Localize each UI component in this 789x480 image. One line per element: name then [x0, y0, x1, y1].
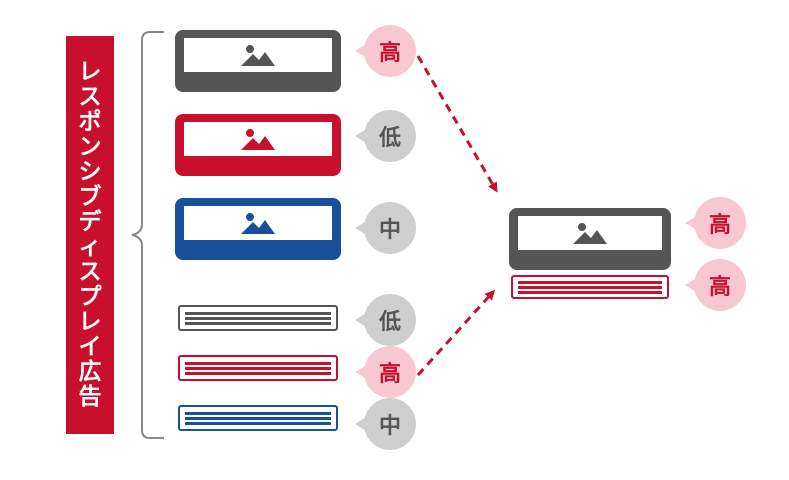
bracket — [131, 31, 164, 439]
label-char: ス — [78, 84, 102, 110]
rating-bubble-low: 低 — [355, 110, 416, 162]
label-char: レ — [78, 59, 102, 85]
image-ad-blue — [175, 198, 341, 260]
label-char: ィ — [78, 234, 102, 260]
label-char: ブ — [78, 184, 102, 210]
rating-bubble-mid: 中 — [355, 398, 416, 450]
label-char: シ — [78, 159, 102, 185]
label-char: ス — [78, 259, 102, 285]
rating-bubble-high: 高 — [355, 346, 416, 398]
arrow-high-text — [416, 289, 496, 377]
text-ad-red — [178, 355, 338, 381]
label-char: イ — [78, 334, 102, 360]
rating-bubble-high: 高 — [685, 197, 746, 249]
text-ad-blue — [178, 405, 338, 431]
image-icon — [241, 129, 275, 150]
label-char: 告 — [78, 384, 102, 410]
label-char: ン — [78, 134, 102, 160]
image-icon — [241, 45, 275, 66]
image-icon — [241, 213, 275, 234]
label-char: レ — [78, 309, 102, 335]
image-ad-red — [175, 114, 341, 176]
responsive-display-ad-label: レスポンシブディスプレイ広告 — [66, 36, 114, 434]
rating-bubble-mid: 中 — [355, 202, 416, 254]
image-ad-gray — [175, 30, 341, 92]
arrow-high-image — [416, 55, 498, 193]
rating-bubble-high: 高 — [355, 25, 416, 77]
result-text-ad — [511, 275, 669, 299]
image-icon — [573, 223, 607, 244]
label-char: プ — [78, 284, 102, 310]
result-image-ad — [509, 208, 671, 270]
label-char: 広 — [78, 359, 102, 385]
label-char: デ — [78, 209, 102, 235]
text-ad-gray — [178, 305, 338, 331]
rating-bubble-low: 低 — [355, 294, 416, 346]
label-char: ポ — [78, 109, 102, 135]
rating-bubble-high: 高 — [685, 259, 746, 311]
